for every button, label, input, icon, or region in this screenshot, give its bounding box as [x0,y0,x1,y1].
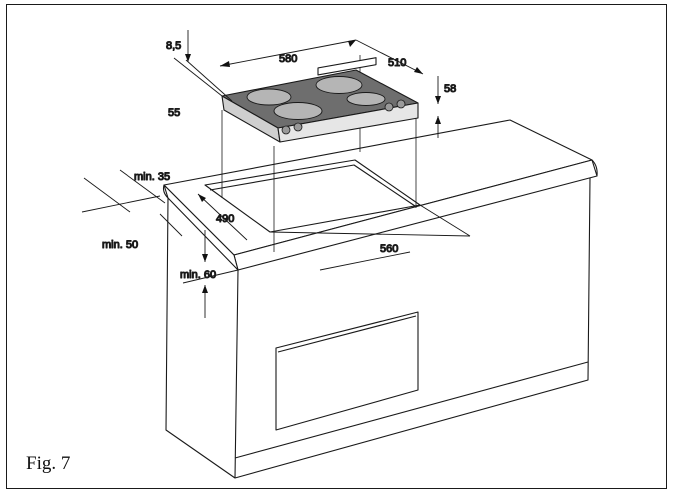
hob-control-knobs [281,99,406,135]
figure-caption: Fig. 7 [26,453,71,474]
projection-lines [221,55,417,252]
dim-hob-depth: 510 [388,57,406,69]
dim-min-front: min. 50 [102,239,138,251]
dim-cutout-width: 560 [380,243,398,255]
dim-hob-width: 580 [279,53,297,65]
hob-cooking-zones [246,76,386,120]
hob-appliance [221,57,419,143]
dim-hob-height: 58 [444,83,456,95]
dimension-lines [81,30,471,318]
dim-cutout-depth: 490 [216,213,234,225]
dim-min-rear: min. 35 [134,171,170,183]
dim-min-below: min. 60 [180,269,216,281]
cabinet [165,177,591,479]
dim-top-offset: 8,5 [166,40,181,52]
dim-wall-gap: 55 [168,107,180,119]
